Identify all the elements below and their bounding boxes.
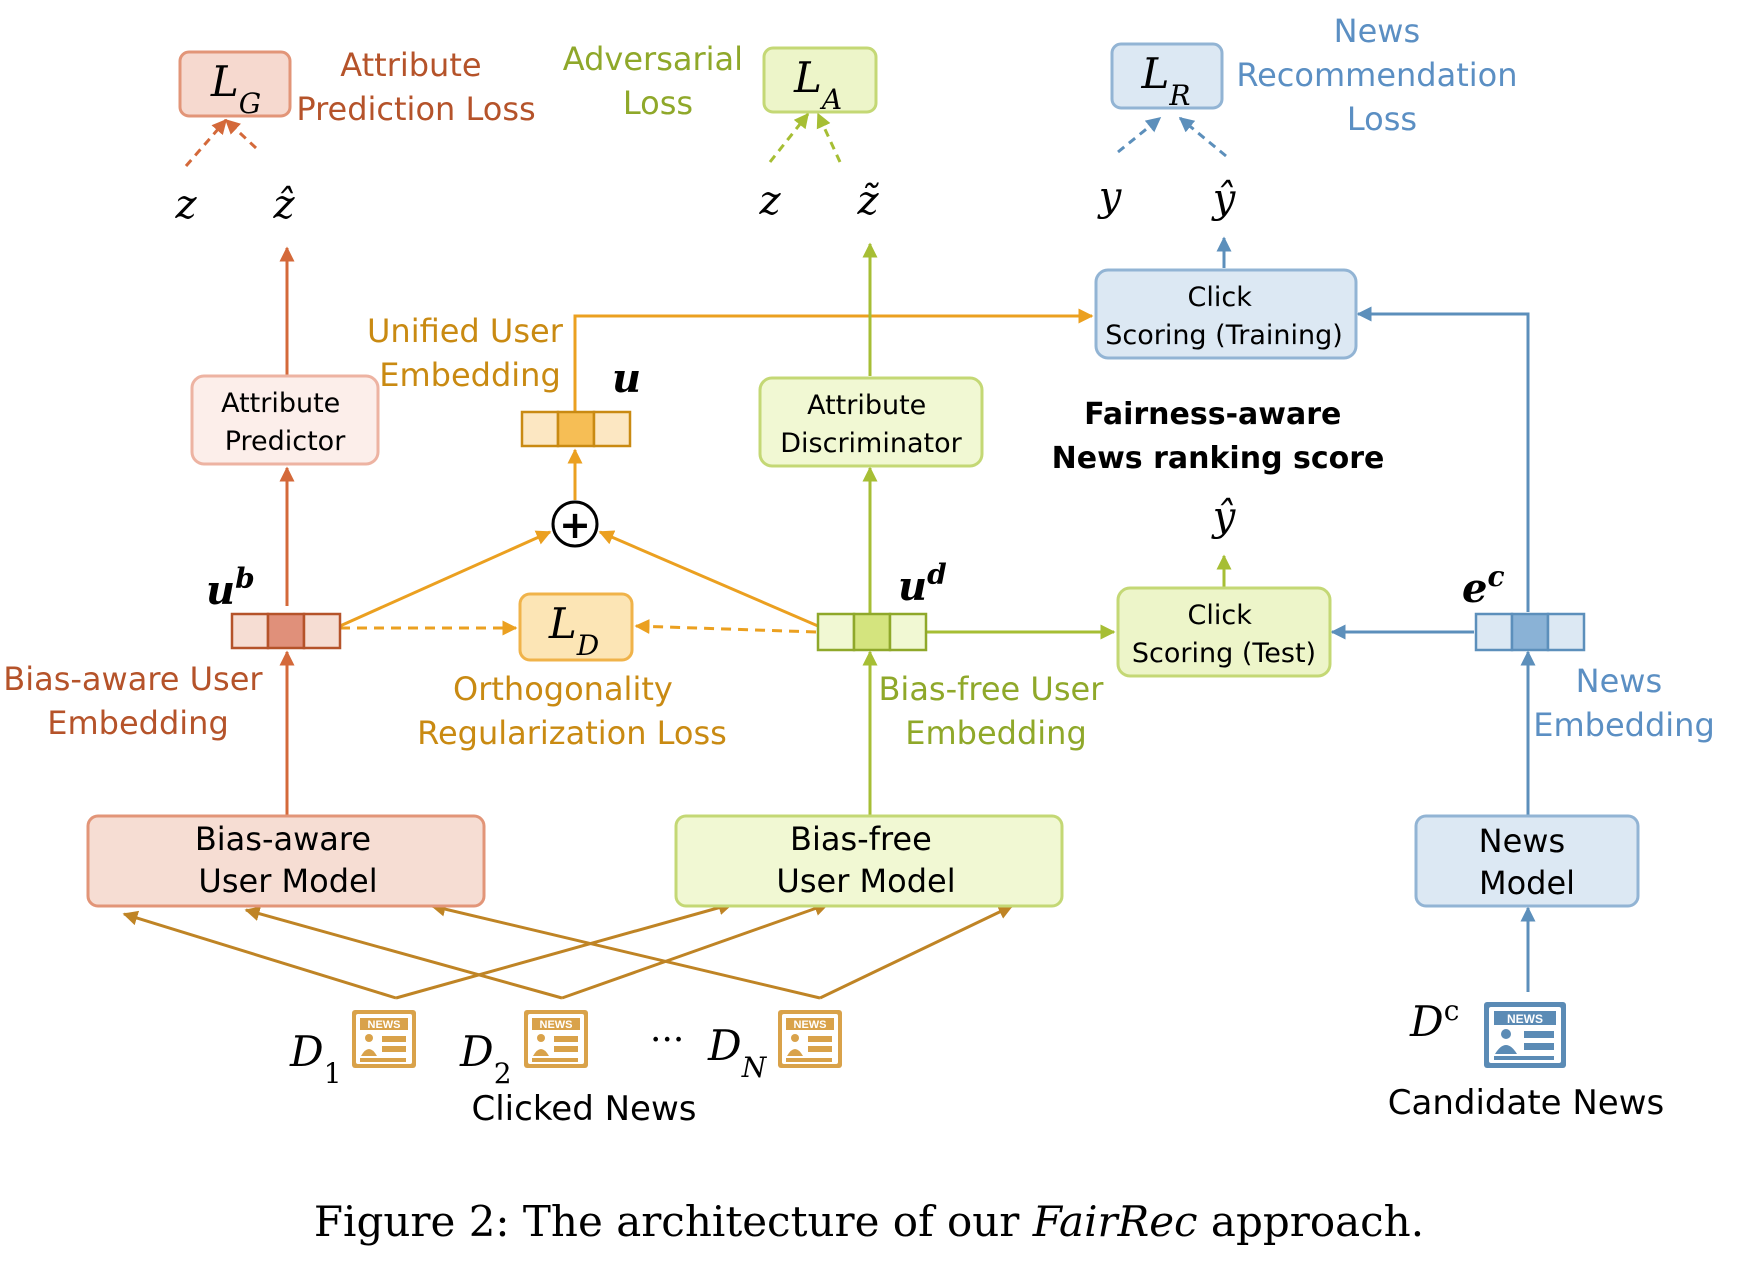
d2-label: D2 — [459, 1027, 512, 1090]
zhat-variable: ẑ — [272, 182, 295, 228]
loss-lr-box: LR — [1110, 42, 1224, 112]
clicked-news-1-icon: NEWS — [352, 1010, 416, 1068]
y-variable: y — [1097, 174, 1123, 220]
svg-text:+: + — [559, 503, 591, 547]
news-embedding-vector — [1474, 612, 1586, 652]
dn-to-bias-free-arrow — [819, 904, 1014, 1000]
z-to-la-arrow — [768, 112, 810, 163]
figure-caption: Figure 2: The architecture of our FairRe… — [314, 1197, 1424, 1246]
clicked-news-n-icon: NEWS — [778, 1010, 842, 1068]
svg-text:LA: LA — [793, 53, 842, 116]
svg-text:LG: LG — [210, 57, 261, 120]
bias-free-embedding-vector — [816, 612, 928, 652]
loss-ld-box: LD — [518, 592, 634, 662]
candidate-news-icon: NEWS — [1484, 1002, 1566, 1068]
svg-text:NEWS: NEWS — [540, 1019, 573, 1031]
fairness-aware-score-label: Fairness-aware News ranking score — [1052, 397, 1385, 476]
d2-to-bias-free-arrow — [561, 901, 830, 1000]
ud-to-ld-arrow — [634, 618, 817, 634]
ud-to-plus-arrow — [598, 530, 819, 628]
loss-la-box: LA — [762, 46, 878, 116]
bias-aware-embedding-symbol: ub — [206, 562, 255, 615]
d1-to-bias-aware-arrow — [122, 910, 397, 1000]
bias-free-embedding-symbol: ud — [898, 558, 947, 611]
zhat-to-lg-arrow — [224, 118, 258, 150]
clicked-news-label: Clicked News — [472, 1089, 697, 1129]
dn-label: DN — [707, 1021, 768, 1084]
svg-text:Attribute Predictor: Attribute Predictor — [221, 388, 349, 457]
news-embedding-label: News Embedding — [1533, 662, 1715, 744]
z-to-lg-arrow — [184, 118, 228, 167]
news-recommendation-loss-label: News Recommendation Loss — [1236, 12, 1527, 138]
ztilde-to-la-arrow — [816, 112, 842, 163]
d1-label: D1 — [289, 1027, 342, 1090]
svg-text:LR: LR — [1141, 49, 1191, 112]
plus-node: + — [551, 500, 599, 548]
ec-to-click-training-arrow — [1356, 306, 1530, 612]
svg-text:Bias-free User Model: Bias-free User Model — [776, 820, 955, 900]
ztilde-variable: z̃ — [856, 178, 879, 224]
y-to-lr-arrow — [1117, 116, 1162, 154]
candidate-news-label: Candidate News — [1388, 1083, 1665, 1123]
svg-text:Click Scoring (Training): Click Scoring (Training) — [1105, 282, 1343, 351]
news-model-box: News Model — [1414, 814, 1640, 908]
ellipsis: ··· — [650, 1020, 684, 1061]
svg-text:Bias-aware User Model: Bias-aware User Model — [195, 820, 381, 900]
unified-user-embedding-vector — [520, 410, 632, 448]
z-variable-left: z — [174, 182, 197, 228]
attribute-predictor-box: Attribute Predictor — [190, 374, 380, 466]
bias-aware-embedding-vector — [230, 612, 342, 650]
unified-embedding-symbol: u — [612, 355, 641, 402]
orthogonality-loss-label: Orthogonality Regularization Loss — [417, 670, 727, 752]
d1-to-bias-free-arrow — [395, 900, 734, 1000]
dc-label: Dc — [1409, 994, 1459, 1047]
d2-to-bias-aware-arrow — [244, 906, 563, 1000]
clicked-news-2-icon: NEWS — [524, 1010, 588, 1068]
yhat-variable-top: ŷ — [1211, 176, 1237, 222]
click-scoring-training-box: Click Scoring (Training) — [1094, 268, 1358, 360]
news-embedding-symbol: ec — [1462, 560, 1505, 613]
svg-text:News Model: News Model — [1479, 822, 1576, 902]
attribute-prediction-loss-label: Attribute Prediction Loss — [296, 46, 535, 128]
z-variable-mid: z — [758, 178, 781, 224]
ub-to-plus-arrow — [339, 530, 552, 628]
loss-lg-box: LG — [178, 50, 292, 120]
unified-user-embedding-label: Unified User Embedding — [367, 312, 573, 394]
attribute-discriminator-box: Attribute Discriminator — [758, 376, 984, 468]
u-to-click-training-arrow — [573, 308, 1094, 412]
bias-aware-embedding-label: Bias-aware User Embedding — [3, 660, 272, 742]
yhat-to-lr-arrow — [1178, 116, 1227, 158]
svg-text:NEWS: NEWS — [794, 1019, 827, 1031]
svg-text:NEWS: NEWS — [1507, 1012, 1543, 1026]
yhat-variable-mid: ŷ — [1211, 494, 1237, 540]
click-scoring-test-box: Click Scoring (Test) — [1116, 586, 1332, 678]
adversarial-loss-label: Adversarial Loss — [563, 40, 753, 122]
bias-aware-user-model-box: Bias-aware User Model — [86, 814, 486, 908]
svg-text:NEWS: NEWS — [368, 1019, 401, 1031]
svg-text:Click Scoring (Test): Click Scoring (Test) — [1132, 600, 1316, 669]
bias-free-embedding-label: Bias-free User Embedding — [878, 670, 1113, 752]
svg-text:Attribute Discriminator: Attribute Discriminator — [780, 390, 962, 459]
dn-to-bias-aware-arrow — [430, 901, 821, 1000]
svg-text:LD: LD — [548, 599, 599, 662]
bias-free-user-model-box: Bias-free User Model — [674, 814, 1064, 908]
